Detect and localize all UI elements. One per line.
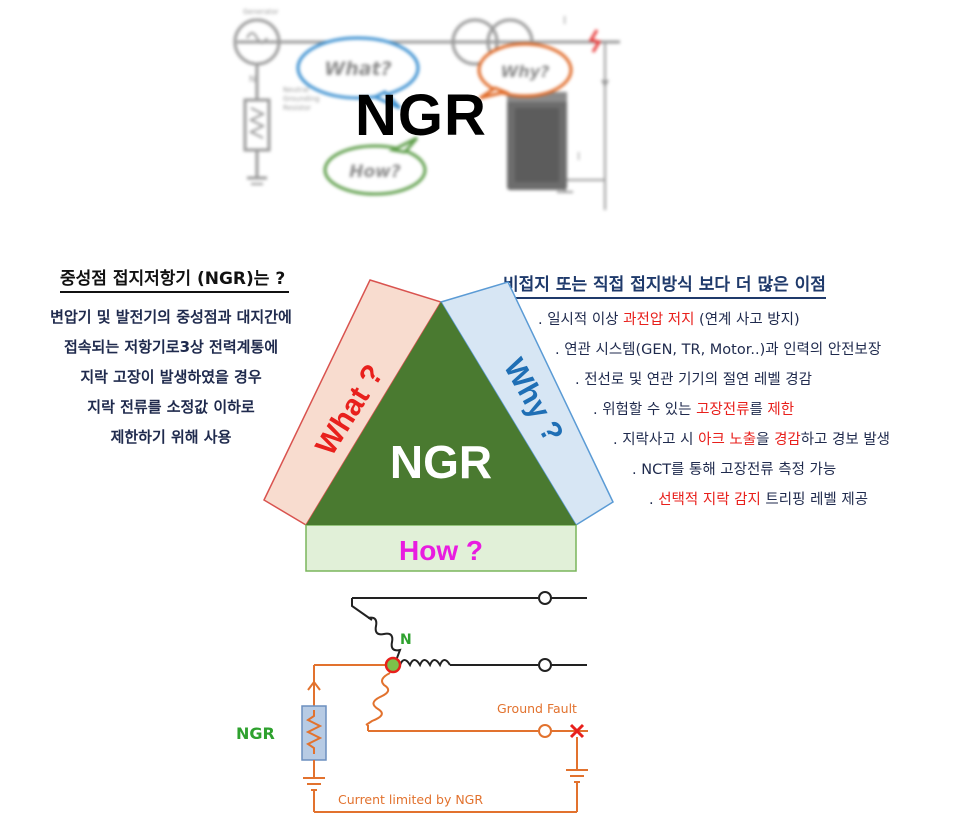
what-bubble-text: What? bbox=[324, 58, 391, 80]
banner-title: NGR bbox=[355, 83, 487, 148]
benefit-item-1: . 일시적 이상 과전압 저지 (연계 사고 방지) bbox=[538, 312, 800, 328]
banner-resistor-label-2: Grounding bbox=[283, 95, 320, 103]
phase-terminal-3 bbox=[538, 724, 552, 738]
ngr-center-triangle bbox=[306, 302, 576, 525]
ngr-resistor-icon bbox=[301, 705, 327, 761]
ngr-banner-image: Generator N Neutral Grounding Resistor I… bbox=[225, 0, 625, 212]
desc-line-5: 제한하기 위해 사용 bbox=[110, 428, 232, 446]
triangle-center-label: NGR bbox=[390, 436, 492, 488]
banner-current-label-1: I bbox=[563, 14, 566, 27]
banner-illustration: Generator N Neutral Grounding Resistor I… bbox=[233, 8, 620, 210]
benefit-item-2: . 연관 시스템(GEN, TR, Motor..)과 인력의 안전보장 bbox=[555, 342, 882, 358]
neutral-point-node bbox=[384, 656, 402, 674]
desc-line-1: 변압기 및 발전기의 중성점과 대지간에 bbox=[50, 308, 292, 326]
circuit-ngr-label: NGR bbox=[236, 724, 275, 743]
desc-line-2: 접속되는 저항기로3상 전력계통에 bbox=[63, 338, 279, 356]
left-description: 변압기 및 발전기의 중성점과 대지간에 접속되는 저항기로3상 전력계통에 지… bbox=[10, 302, 332, 452]
fault-x-icon bbox=[569, 723, 585, 739]
banner-resistor-label-3: Resistor bbox=[283, 104, 311, 112]
benefit-item-4: . 위험할 수 있는 고장전류를 제한 bbox=[593, 402, 795, 418]
winding-coil-2 bbox=[399, 659, 451, 668]
benefit-item-6: . NCT를 통해 고장전류 측정 가능 bbox=[632, 462, 837, 478]
triangle-why-label: Why ? bbox=[497, 353, 569, 448]
circuit-limit-label: Current limited by NGR bbox=[338, 792, 483, 807]
why-bubble-text: Why? bbox=[501, 62, 550, 81]
benefit-item-7: . 선택적 지락 감지 트리핑 레벨 제공 bbox=[649, 492, 869, 508]
circuit-neutral-label: N bbox=[400, 632, 412, 648]
why-bubble bbox=[477, 42, 573, 98]
current-arrow-icon bbox=[307, 680, 321, 691]
winding-coil-3 bbox=[365, 672, 391, 726]
benefit-item-5: . 지락사고 시 아크 노출을 경감하고 경보 발생 bbox=[613, 432, 891, 448]
triangle-how-label: How ? bbox=[399, 535, 483, 566]
banner-resistor-label-1: Neutral bbox=[283, 86, 309, 94]
banner-neutral-label: N bbox=[249, 75, 256, 85]
benefit-item-3: . 전선로 및 연관 기기의 절연 레벨 경감 bbox=[575, 372, 812, 388]
desc-line-3: 지락 고장이 발생하였을 경우 bbox=[80, 368, 262, 386]
how-bubble-text: How? bbox=[349, 162, 401, 182]
circuit-fault-label: Ground Fault bbox=[497, 701, 577, 716]
left-section-title: 중성점 접지저항기 (NGR)는 ? bbox=[60, 264, 290, 293]
how-bubble bbox=[323, 144, 427, 196]
what-bubble bbox=[296, 36, 420, 100]
banner-current-label-2: I bbox=[577, 150, 580, 163]
right-section-title: 비접지 또는 직접 접지방식 보다 더 많은 이점 bbox=[503, 270, 826, 299]
phase-terminal-2 bbox=[538, 658, 552, 672]
banner-resistor-icon bbox=[243, 98, 271, 152]
banner-generator-label: Generator bbox=[243, 8, 279, 16]
winding-coil-1 bbox=[367, 616, 402, 667]
phase-terminal-1 bbox=[538, 591, 552, 605]
how-band bbox=[305, 524, 577, 572]
desc-line-4: 지락 전류를 소정값 이하로 bbox=[87, 398, 255, 416]
